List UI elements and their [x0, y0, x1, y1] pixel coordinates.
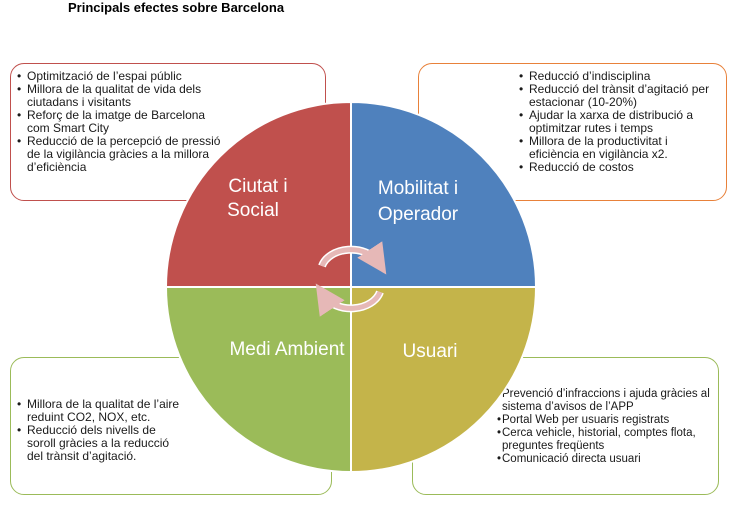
list-item: Reducció dels nivells de soroll gràcies … [17, 424, 187, 463]
list-item: Reducció del trànsit d’agitació per esta… [519, 83, 719, 109]
quadrant-label: Ciutat i [228, 176, 287, 197]
quadrant-label: Operador [378, 204, 459, 225]
list-item: Millora de la productivitat i eficiència… [519, 135, 719, 161]
list-item: Prevenció d’infraccions i ajuda gràcies … [497, 388, 717, 414]
quadrant-medi-ambient [164, 286, 352, 474]
list-item: Optimització de l’espai públic [17, 70, 227, 84]
list-item: Comunicació directa usuari [497, 453, 717, 466]
quadrant-label: Medi Ambient [229, 339, 345, 360]
quadrant-ciutat-social [164, 100, 352, 288]
list-item: Reducció de costos [519, 161, 719, 175]
list-item: Reducció d’indisciplina [519, 70, 719, 84]
list-item: Reducció de la percepció de pressió de l… [17, 135, 227, 174]
page-title: Principals efectes sobre Barcelona [68, 0, 285, 15]
list-item: Cerca vehicle, historial, comptes flota,… [497, 427, 717, 453]
cycle-arrows-icon [315, 241, 387, 317]
quadrant-usuari [350, 286, 538, 474]
quadrant-label: Usuari [403, 341, 458, 362]
quadrant-label: Mobilitat i [378, 178, 458, 199]
list-item: Ajudar la xarxa de distribució a optimit… [519, 109, 719, 135]
list-item: Portal Web per usuaris registrats [497, 414, 717, 427]
quadrant-label: Social [227, 200, 279, 221]
quadrant-mobilitat-operador [350, 100, 538, 288]
list-item: Millora de la qualitat de vida dels ciut… [17, 83, 227, 109]
list-item: Reforç de la imatge de Barcelona com Sma… [17, 109, 227, 135]
list-item: Millora de la qualitat de l’aire reduint… [17, 398, 187, 424]
